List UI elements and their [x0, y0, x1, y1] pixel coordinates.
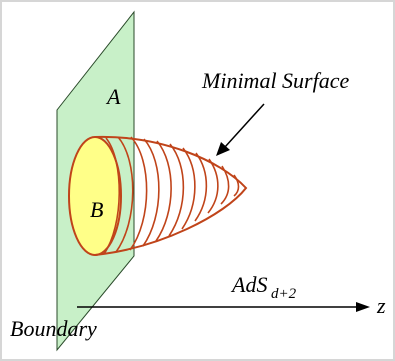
region-a-label: A [105, 84, 121, 109]
surface-slice [194, 152, 208, 222]
surface-slice [207, 158, 219, 214]
boundary-label: Boundary [10, 316, 97, 341]
minimal-surface-outline [94, 135, 248, 256]
surface-slice [233, 174, 240, 197]
z-axis-arrowhead [356, 302, 370, 312]
minimal-surface-label: Minimal Surface [201, 68, 349, 93]
surface-slice [103, 137, 121, 255]
pointer-arrowhead [216, 142, 230, 156]
surface-slice [220, 165, 230, 205]
surface-slice [129, 136, 148, 251]
surface-slice [181, 147, 196, 230]
region-b-label: B [90, 197, 103, 222]
pointer-arrow-line [224, 103, 265, 148]
z-axis-label: z [376, 293, 386, 318]
surface-slice [155, 140, 172, 242]
region-b-disk [68, 136, 122, 256]
surface-slice [168, 143, 185, 237]
ads-subscript-label: d+2 [271, 286, 297, 302]
surface-slice [115, 136, 134, 253]
ads-label: AdS [230, 272, 267, 297]
minimal-surface-slices [103, 136, 240, 255]
surface-slice [142, 138, 160, 247]
